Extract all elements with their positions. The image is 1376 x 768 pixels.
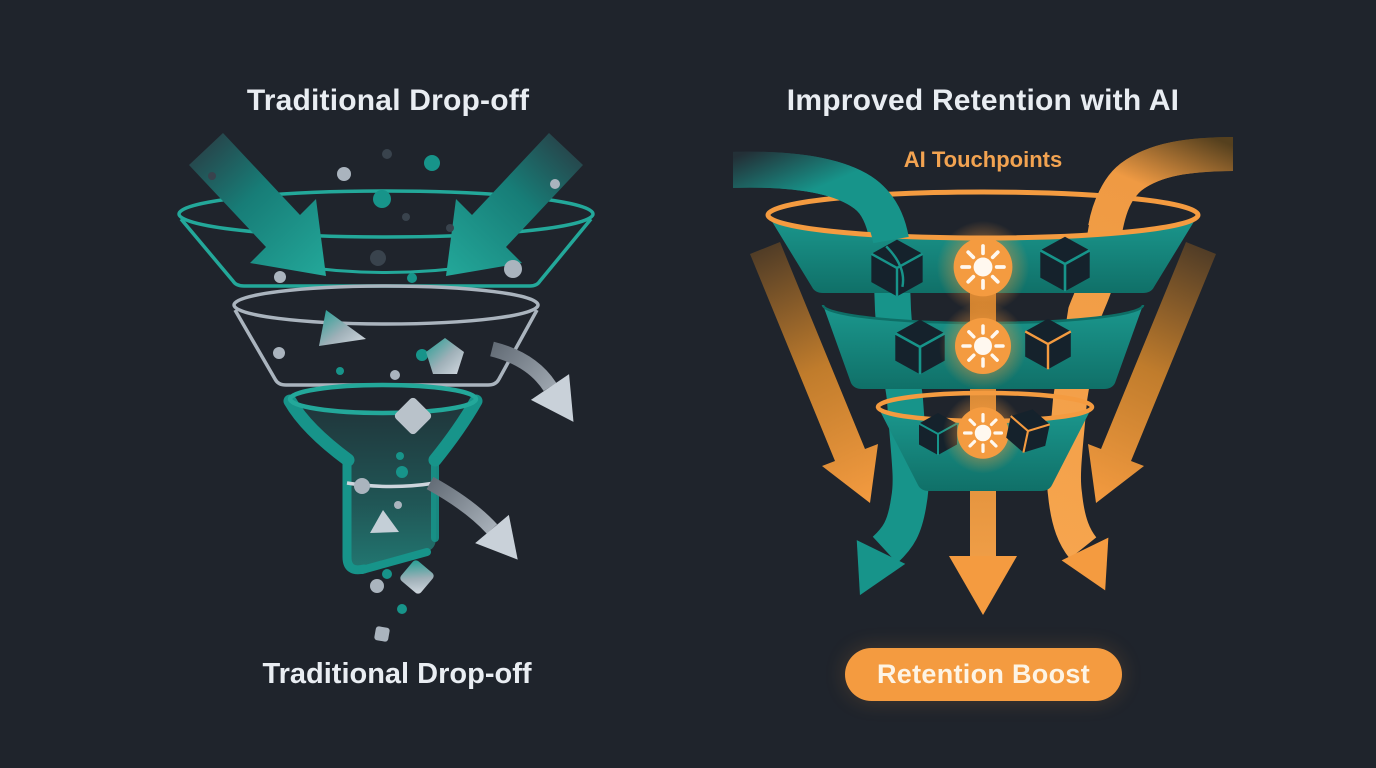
dropoff-arrow-mid-icon <box>490 341 574 422</box>
ai-touchpoint-sun-icon <box>937 300 1029 392</box>
dropoff-arrow-low-icon <box>426 476 518 560</box>
orange-ribbon-entry <box>1088 137 1233 232</box>
retention-boost-label: Retention Boost <box>877 659 1090 689</box>
traditional-funnel-illustration <box>177 133 595 642</box>
particle-triangle <box>319 310 366 346</box>
teal-ribbon-entry <box>733 151 909 244</box>
ai-funnel-illustration <box>733 137 1233 615</box>
left-panel-bottom-label: Traditional Drop-off <box>262 658 532 690</box>
particle-pentagon <box>426 338 464 374</box>
right-panel-title: Improved Retention with AI <box>786 84 1180 117</box>
funnel-spout <box>283 382 483 575</box>
particles-layer <box>208 149 560 642</box>
ai-touchpoint-sun-icon <box>934 218 1032 316</box>
ai-touchpoints-label: AI Touchpoints <box>903 147 1063 172</box>
particle-diamond <box>394 397 432 435</box>
package-leaf-icon <box>870 239 924 297</box>
left-panel-title: Traditional Drop-off <box>246 84 530 117</box>
funnel-tier-2-outline <box>232 284 540 387</box>
retention-boost-badge[interactable]: Retention Boost <box>845 648 1122 701</box>
